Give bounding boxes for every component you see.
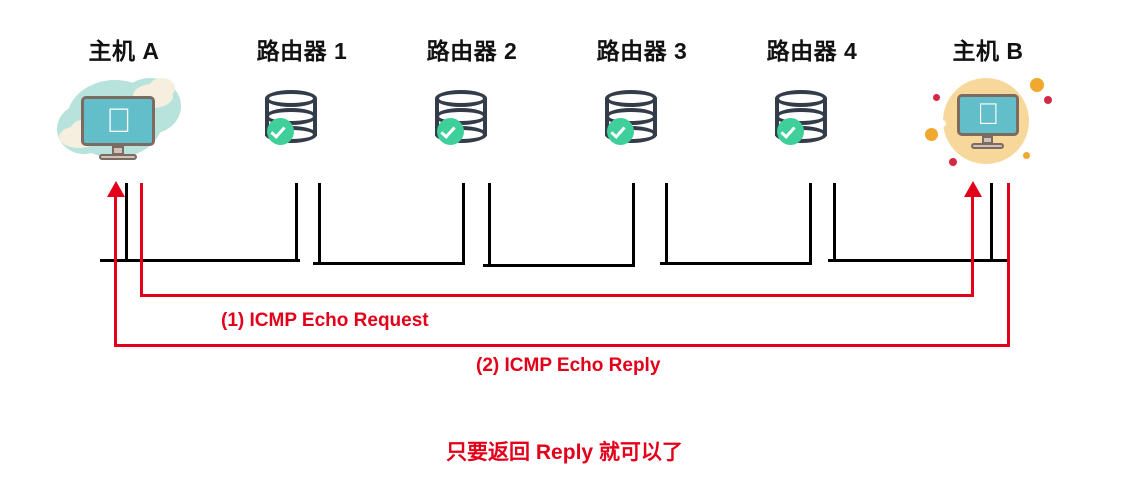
node-host-b: 主机 B  xyxy=(913,32,1063,169)
flow-echo-reply-segment xyxy=(114,344,1010,347)
node-router-2: 路由器 2 xyxy=(397,32,547,169)
database-check-icon xyxy=(227,74,377,169)
drop-line-router-3-left xyxy=(632,183,635,266)
network-segment-bar xyxy=(313,262,465,265)
drop-line-router-3-right xyxy=(665,183,668,264)
flow-label-echo-reply: (2) ICMP Echo Reply xyxy=(476,355,661,376)
node-router-4: 路由器 4 xyxy=(737,32,887,169)
database-check-icon xyxy=(567,74,717,169)
node-label-host-b: 主机 B xyxy=(952,38,1024,64)
node-label-host-a: 主机 A xyxy=(88,38,160,64)
drop-line-router-1-right xyxy=(318,183,321,264)
network-segment-bar xyxy=(828,259,1010,262)
check-badge-icon xyxy=(607,118,634,145)
drop-line-host-b xyxy=(990,183,993,261)
drop-line-router-2-left xyxy=(462,183,465,264)
check-badge-icon xyxy=(777,118,804,145)
drop-line-router-1-left xyxy=(295,183,298,261)
network-segment-bar xyxy=(100,259,300,262)
node-label-router-3: 路由器 3 xyxy=(596,38,688,64)
desktop-computer-circle-icon:  xyxy=(913,74,1063,169)
node-host-a: 主机 A  xyxy=(49,32,199,169)
drop-line-router-2-right xyxy=(488,183,491,266)
flow-echo-reply-segment xyxy=(1007,183,1010,346)
flow-label-echo-request: (1) ICMP Echo Request xyxy=(221,310,429,331)
node-label-router-2: 路由器 2 xyxy=(426,38,518,64)
bottom-note: 只要返回 Reply 就可以了 xyxy=(446,441,683,464)
drop-line-router-4-left xyxy=(809,183,812,264)
node-label-router-1: 路由器 1 xyxy=(256,38,348,64)
database-check-icon xyxy=(397,74,547,169)
network-segment-bar xyxy=(660,262,812,265)
drop-line-router-4-right xyxy=(833,183,836,261)
database-check-icon xyxy=(737,74,887,169)
flow-echo-request-segment xyxy=(971,196,974,296)
node-label-router-4: 路由器 4 xyxy=(766,38,858,64)
desktop-computer-cloud-icon:  xyxy=(49,74,199,169)
flow-echo-request-segment xyxy=(140,183,143,297)
flow-echo-request-segment xyxy=(140,294,974,297)
flow-echo-reply-arrowhead xyxy=(107,181,125,197)
node-router-3: 路由器 3 xyxy=(567,32,717,169)
check-badge-icon xyxy=(437,118,464,145)
flow-echo-reply-segment xyxy=(114,196,117,345)
drop-line-host-a xyxy=(125,183,128,261)
check-badge-icon xyxy=(267,118,294,145)
flow-echo-request-arrowhead xyxy=(964,181,982,197)
network-segment-bar xyxy=(483,264,635,267)
node-router-1: 路由器 1 xyxy=(227,32,377,169)
